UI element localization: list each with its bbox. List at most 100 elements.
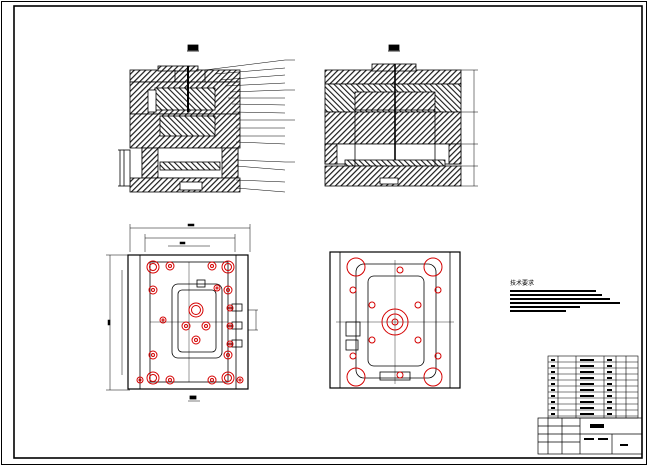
parts-cell-mark bbox=[551, 365, 555, 367]
pin-hole bbox=[223, 350, 233, 360]
pin-hole bbox=[148, 350, 158, 360]
parts-cell-mark bbox=[551, 395, 555, 397]
pin-hole-inner bbox=[191, 305, 201, 315]
notes-title: 技术要求 bbox=[510, 279, 534, 287]
pin-hole bbox=[396, 266, 404, 274]
section-a-leaders bbox=[204, 59, 295, 193]
parts-cell-mark bbox=[607, 365, 612, 367]
section-b-label bbox=[388, 44, 400, 52]
pin-hole bbox=[213, 284, 221, 292]
pin-hole bbox=[226, 340, 234, 348]
pin-hole bbox=[414, 301, 422, 309]
pin-hole bbox=[181, 321, 191, 331]
parts-cell-mark bbox=[580, 377, 594, 379]
parts-cell-mark bbox=[551, 377, 555, 379]
parts-cell-mark bbox=[580, 401, 594, 403]
pin-hole bbox=[414, 336, 422, 344]
pin-hole-inner bbox=[149, 374, 157, 382]
pin-hole bbox=[165, 375, 175, 385]
pin-hole bbox=[148, 285, 158, 295]
pin-hole bbox=[349, 286, 357, 294]
parts-cell-mark bbox=[607, 395, 612, 397]
title-block bbox=[537, 417, 643, 455]
parts-cell-mark bbox=[551, 359, 555, 361]
pin-hole bbox=[368, 301, 376, 309]
parts-cell-mark bbox=[607, 383, 612, 385]
pin-hole bbox=[434, 352, 442, 360]
technical-notes: 技术要求 bbox=[510, 279, 620, 312]
pin-hole-inner bbox=[226, 288, 230, 292]
pin-hole bbox=[236, 376, 244, 384]
pin-hole-inner bbox=[161, 318, 165, 322]
parts-cell-mark bbox=[551, 389, 555, 391]
pin-hole-inner bbox=[228, 306, 232, 310]
parts-cell-mark bbox=[607, 413, 612, 415]
pin-hole-inner bbox=[215, 286, 219, 290]
pin-hole-inner bbox=[151, 353, 155, 357]
parts-cell-mark bbox=[580, 383, 594, 385]
pin-hole-inner bbox=[210, 264, 214, 268]
parts-cell-mark bbox=[580, 359, 594, 361]
pin-hole bbox=[165, 261, 175, 271]
pin-hole bbox=[191, 335, 201, 345]
pin-hole-inner bbox=[184, 324, 188, 328]
pin-hole-inner bbox=[151, 288, 155, 292]
pin-hole bbox=[368, 336, 376, 344]
pin-hole-inner bbox=[228, 342, 232, 346]
parts-cell-mark bbox=[551, 383, 555, 385]
pin-hole-inner bbox=[238, 378, 242, 382]
plan-view-fixed-half bbox=[106, 223, 258, 402]
pin-hole-inner bbox=[149, 263, 157, 271]
pin-hole-inner bbox=[228, 324, 232, 328]
pin-hole bbox=[207, 375, 217, 385]
parts-cell-mark bbox=[607, 371, 612, 373]
parts-cell-mark bbox=[607, 407, 612, 409]
pin-hole bbox=[346, 257, 366, 277]
parts-cell-mark bbox=[580, 371, 594, 373]
pin-hole bbox=[226, 304, 234, 312]
pin-hole bbox=[423, 257, 443, 277]
parts-cell-mark bbox=[580, 413, 594, 415]
parts-cell-mark bbox=[551, 401, 555, 403]
parts-cell-mark bbox=[580, 389, 594, 391]
pin-hole bbox=[223, 285, 233, 295]
parts-cell-mark bbox=[551, 371, 555, 373]
pin-hole bbox=[136, 376, 144, 384]
pin-hole bbox=[159, 316, 167, 324]
parts-cell-mark bbox=[580, 407, 594, 409]
pin-hole-inner bbox=[204, 324, 208, 328]
pin-hole bbox=[207, 261, 217, 271]
pin-hole-inner bbox=[224, 263, 232, 271]
parts-cell-mark bbox=[551, 413, 555, 415]
pin-hole bbox=[434, 286, 442, 294]
section-a-label bbox=[187, 44, 199, 52]
pin-hole-inner bbox=[194, 338, 198, 342]
pin-hole bbox=[386, 313, 404, 331]
pin-hole bbox=[226, 322, 234, 330]
pin-hole bbox=[381, 308, 409, 336]
pin-hole-inner bbox=[210, 378, 214, 382]
pin-hole bbox=[201, 321, 211, 331]
section-a-view bbox=[118, 44, 295, 193]
pin-hole bbox=[221, 260, 235, 274]
pin-hole bbox=[146, 371, 160, 385]
section-b-view bbox=[324, 44, 478, 187]
pin-hole bbox=[391, 318, 399, 326]
pin-hole-inner bbox=[138, 378, 142, 382]
plan-view-moving-half bbox=[329, 251, 461, 389]
pin-hole-inner bbox=[168, 378, 172, 382]
parts-list bbox=[547, 355, 639, 419]
pin-hole bbox=[396, 371, 404, 379]
pin-hole bbox=[221, 371, 235, 385]
pin-hole bbox=[146, 260, 160, 274]
parts-cell-mark bbox=[580, 395, 594, 397]
parts-cell-mark bbox=[607, 377, 612, 379]
parts-cell-mark bbox=[551, 407, 555, 409]
pin-hole bbox=[346, 367, 366, 387]
pin-hole-inner bbox=[224, 374, 232, 382]
pin-hole bbox=[349, 352, 357, 360]
pin-hole-inner bbox=[168, 264, 172, 268]
